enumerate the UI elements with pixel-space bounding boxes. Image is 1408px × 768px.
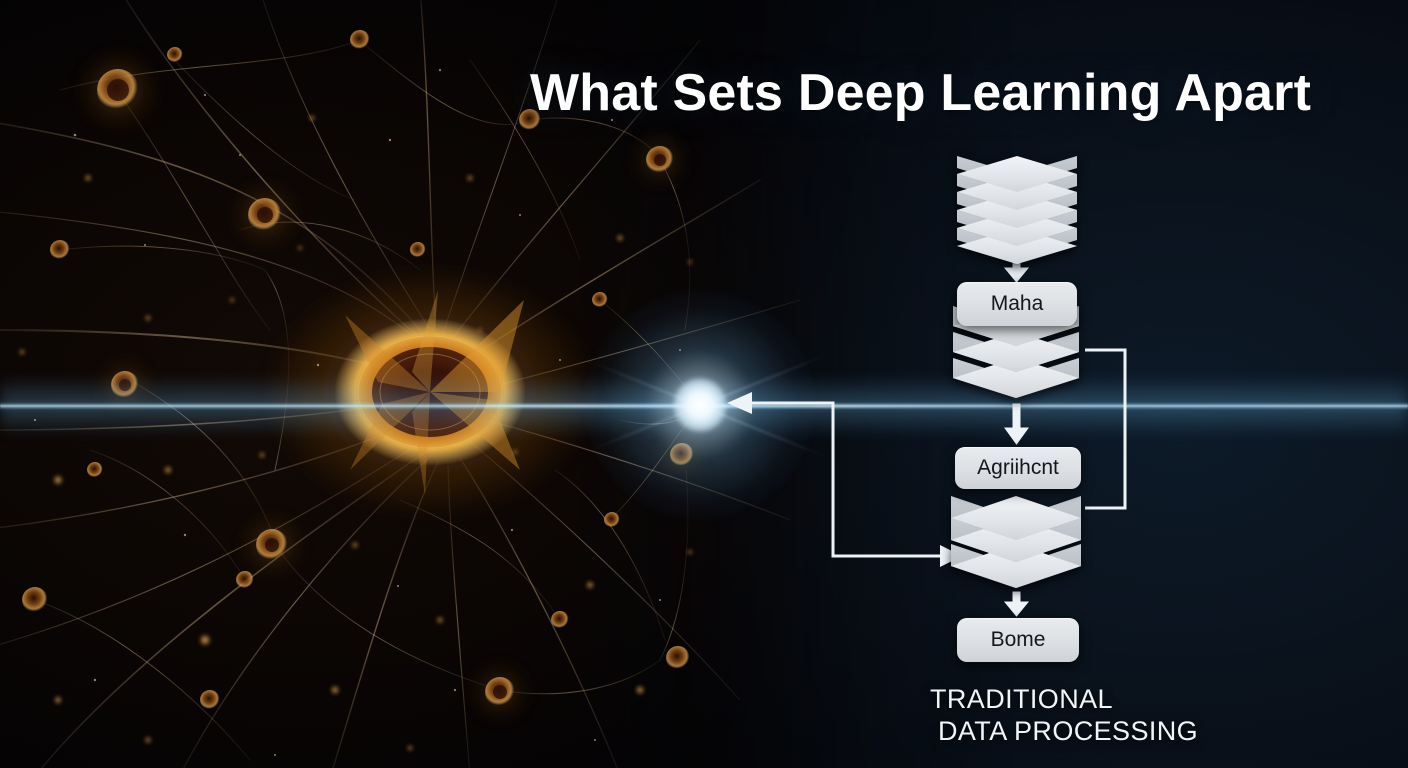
arrow-maha-to-agriihcnt [1004,403,1029,445]
bracket-left-output [745,401,948,558]
caption-line-1: TRADITIONAL [930,684,1113,714]
node-maha[interactable]: Maha [957,282,1077,326]
node-agriihcnt[interactable]: Agriihcnt [955,447,1081,489]
connector-lines [745,348,1127,558]
dust [33,68,681,756]
stack-plate [957,156,1077,192]
stack-plate [953,358,1079,398]
particles [19,89,693,751]
flow-arrows [1003,255,1030,617]
stack-plate [951,496,1081,540]
node-bome[interactable]: Bome [957,618,1079,662]
page-title: What Sets Deep Learning Apart [530,64,1312,122]
arrow-agriihcnt-to-bome [1003,591,1030,617]
stack-plate [953,332,1079,372]
caption-line-2: DATA PROCESSING [938,715,1199,746]
input-stack-icon [957,156,1077,264]
stack-plate [951,544,1081,588]
node-bome-label: Bome [990,628,1046,651]
secondary-neurons [22,30,694,710]
diagram-caption: TRADITIONAL DATA PROCESSING [930,684,1198,747]
agriihcnt-stack-icon [951,496,1081,588]
arrow-input-to-maha [1003,255,1030,283]
node-agriihcnt-label: Agriihcnt [977,456,1059,479]
connector-arrowheads [727,392,962,567]
node-maha-label: Maha [990,292,1044,315]
bracket-right-feedback [1085,348,1127,510]
arrowhead-left [727,392,752,414]
